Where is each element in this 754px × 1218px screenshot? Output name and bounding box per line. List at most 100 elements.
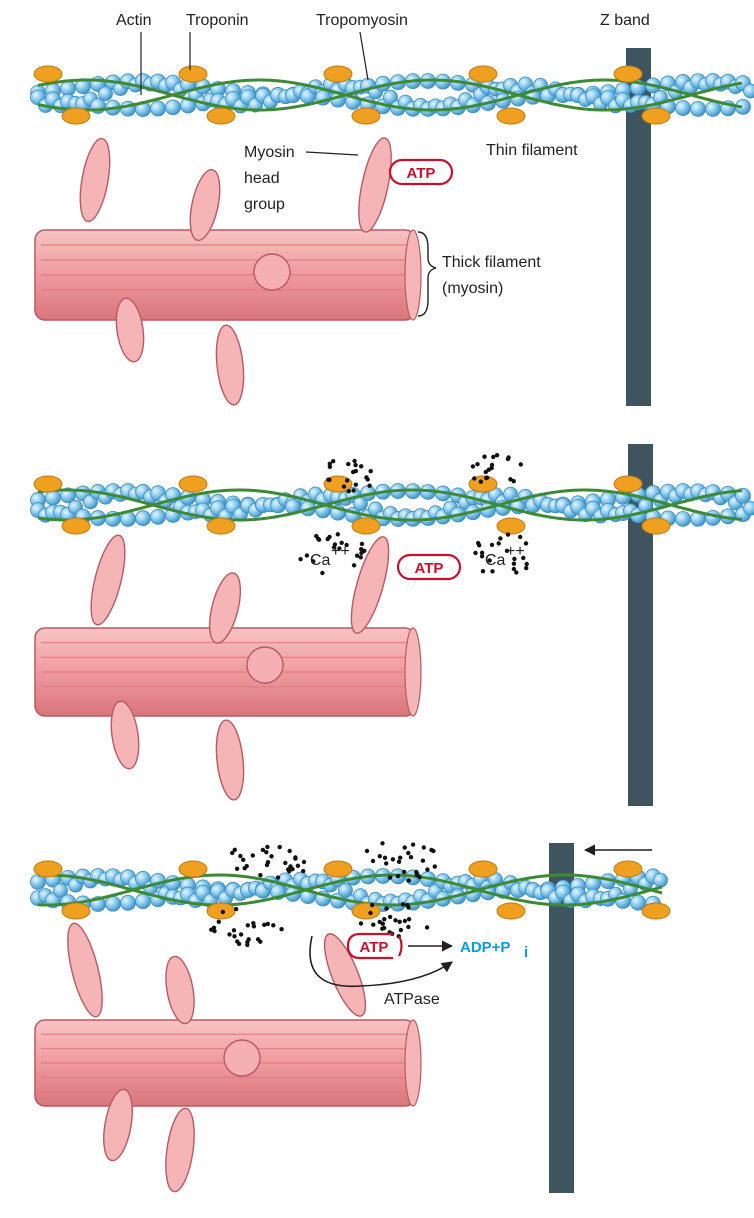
myosin-hinge <box>247 647 283 683</box>
calcium-ion <box>232 934 236 938</box>
calcium-ion <box>245 864 249 868</box>
thick-filament-2 <box>35 532 421 801</box>
calcium-ion <box>506 532 510 536</box>
z-band-label: Z band <box>600 12 650 29</box>
calcium-ion <box>258 873 262 877</box>
calcium-ion <box>481 569 485 573</box>
calcium-ion <box>431 849 435 853</box>
calcium-ion <box>354 483 358 487</box>
tropomyosin-leader-line <box>360 32 368 80</box>
calcium-ion <box>378 854 382 858</box>
calcium-ion <box>491 455 495 459</box>
calcium-ion <box>345 478 349 482</box>
actin-bead <box>676 511 691 526</box>
calcium-ion <box>388 875 392 879</box>
actin-bead <box>106 896 121 911</box>
actin-bead <box>691 101 706 116</box>
thick-filament-3 <box>35 920 421 1193</box>
calcium-ion <box>498 536 502 540</box>
calcium-ion <box>396 874 400 878</box>
calcium-ion <box>406 925 410 929</box>
calcium-ion <box>380 841 384 845</box>
calcium-ion <box>368 911 372 915</box>
troponin-complex <box>179 861 207 877</box>
actin-label: Actin <box>116 12 152 29</box>
calcium-label-left: Ca ++ <box>310 543 350 569</box>
actin-bead <box>121 895 136 910</box>
atp-badge-panel2: ATP <box>398 555 460 579</box>
calcium-ion <box>359 464 363 468</box>
calcium-ion <box>365 849 369 853</box>
calcium-ion <box>421 859 425 863</box>
troponin-complex <box>642 108 670 124</box>
calcium-ion <box>406 851 410 855</box>
troponin-complex <box>62 903 90 919</box>
calcium-ion <box>232 928 236 932</box>
atp-badge-hydrolyzing: ATP <box>348 934 402 958</box>
myosin-head <box>61 920 109 1019</box>
calcium-ion <box>233 848 237 852</box>
calcium-ion <box>209 928 213 932</box>
troponin-complex <box>34 476 62 492</box>
calcium-ion <box>487 468 491 472</box>
calcium-ion <box>371 859 375 863</box>
calcium-ion <box>261 848 265 852</box>
calcium-ion <box>407 917 411 921</box>
troponin-complex <box>352 903 380 919</box>
troponin-label: Troponin <box>186 12 249 29</box>
calcium-ion <box>397 860 401 864</box>
calcium-ion <box>320 571 324 575</box>
calcium-ion <box>354 469 358 473</box>
calcium-ion <box>347 489 351 493</box>
myosin-rod-end <box>405 1020 421 1106</box>
myosin-head <box>213 719 247 801</box>
calcium-ion <box>235 867 239 871</box>
atp-text-panel3: ATP <box>360 939 389 956</box>
calcium-text-left: Ca <box>310 552 331 569</box>
calcium-ion <box>398 920 402 924</box>
troponin-complex <box>207 108 235 124</box>
thick-filament-label-line2: (myosin) <box>442 280 503 297</box>
calcium-ion <box>433 864 437 868</box>
calcium-ion <box>367 484 371 488</box>
calcium-ion <box>518 535 522 539</box>
calcium-ion <box>414 870 418 874</box>
calcium-ion <box>425 925 429 929</box>
calcium-ion <box>519 462 523 466</box>
calcium-ion <box>382 926 386 930</box>
myosin-rod-end <box>405 628 421 716</box>
calcium-ion <box>352 563 356 567</box>
actin-bead <box>151 509 166 524</box>
calcium-ion <box>269 854 273 858</box>
troponin-complex <box>497 518 525 534</box>
calcium-ion <box>477 543 481 547</box>
calcium-ion <box>371 923 375 927</box>
calcium-ion <box>327 535 331 539</box>
calcium-ion <box>362 549 366 553</box>
thin-filament-3 <box>31 861 671 919</box>
calcium-ion <box>302 860 306 864</box>
troponin-complex <box>62 518 90 534</box>
calcium-ion <box>238 854 242 858</box>
adp-text: ADP+P <box>460 939 510 956</box>
troponin-complex <box>352 518 380 534</box>
calcium-ion <box>398 856 402 860</box>
troponin-complex <box>324 66 352 82</box>
calcium-ion <box>402 870 406 874</box>
myosin-head <box>213 324 247 406</box>
calcium-ion <box>475 462 479 466</box>
calcium-ion <box>378 920 382 924</box>
calcium-ion <box>342 484 346 488</box>
adp-subscript: i <box>524 944 528 961</box>
calcium-ion <box>422 845 426 849</box>
calcium-ion <box>411 842 415 846</box>
adp-pi-label: ADP+P i <box>460 939 528 961</box>
calcium-ion <box>276 875 280 879</box>
actin-bead <box>136 511 151 526</box>
calcium-ion <box>351 488 355 492</box>
calcium-ion <box>266 922 270 926</box>
calcium-ion <box>485 476 489 480</box>
calcium-charge-left: ++ <box>331 543 350 560</box>
calcium-ion <box>251 921 255 925</box>
